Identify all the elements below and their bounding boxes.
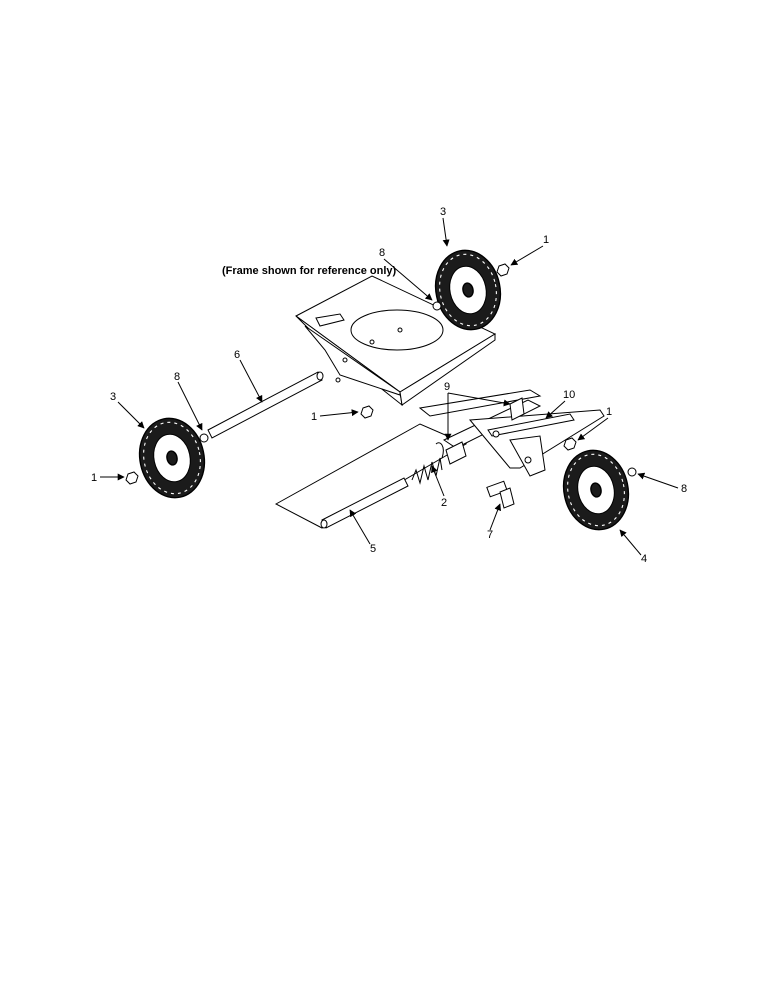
wheel-right bbox=[562, 449, 630, 531]
washer-top bbox=[432, 301, 442, 311]
nut-left bbox=[125, 471, 139, 485]
spring bbox=[411, 442, 444, 485]
leader-lines bbox=[100, 217, 679, 556]
nut-mid bbox=[360, 405, 374, 419]
callout-1-top: 1 bbox=[543, 234, 549, 246]
callout-5: 5 bbox=[370, 543, 376, 555]
callout-9: 9 bbox=[444, 381, 450, 393]
callout-6: 6 bbox=[234, 349, 240, 361]
frame bbox=[295, 275, 497, 407]
callout-3-left: 3 bbox=[110, 391, 116, 403]
callout-1-left: 1 bbox=[91, 472, 97, 484]
frame-reference-note: (Frame shown for reference only) bbox=[222, 265, 397, 277]
washer-right bbox=[627, 467, 637, 477]
shift-bracket bbox=[418, 389, 605, 477]
bolt bbox=[486, 480, 515, 509]
callout-2: 2 bbox=[441, 497, 447, 509]
callout-3-top: 3 bbox=[440, 206, 446, 218]
axle bbox=[207, 371, 324, 439]
shaft bbox=[320, 477, 409, 529]
bushing-upper bbox=[509, 397, 525, 421]
base-plate bbox=[274, 423, 468, 529]
nut-right bbox=[563, 437, 577, 451]
callout-8-left: 8 bbox=[174, 371, 180, 383]
callout-8-right: 8 bbox=[681, 483, 687, 495]
nut-top bbox=[496, 263, 510, 277]
callout-10: 10 bbox=[563, 389, 575, 401]
wheel-left bbox=[138, 417, 206, 499]
callout-1-mid: 1 bbox=[311, 411, 317, 423]
callout-1-right: 1 bbox=[606, 406, 612, 418]
bushing-lower bbox=[445, 441, 467, 465]
washer-left bbox=[199, 433, 209, 443]
callout-7: 7 bbox=[487, 529, 493, 541]
callout-4: 4 bbox=[641, 553, 647, 565]
callout-8-top: 8 bbox=[379, 247, 385, 259]
wheel-top bbox=[434, 249, 502, 331]
